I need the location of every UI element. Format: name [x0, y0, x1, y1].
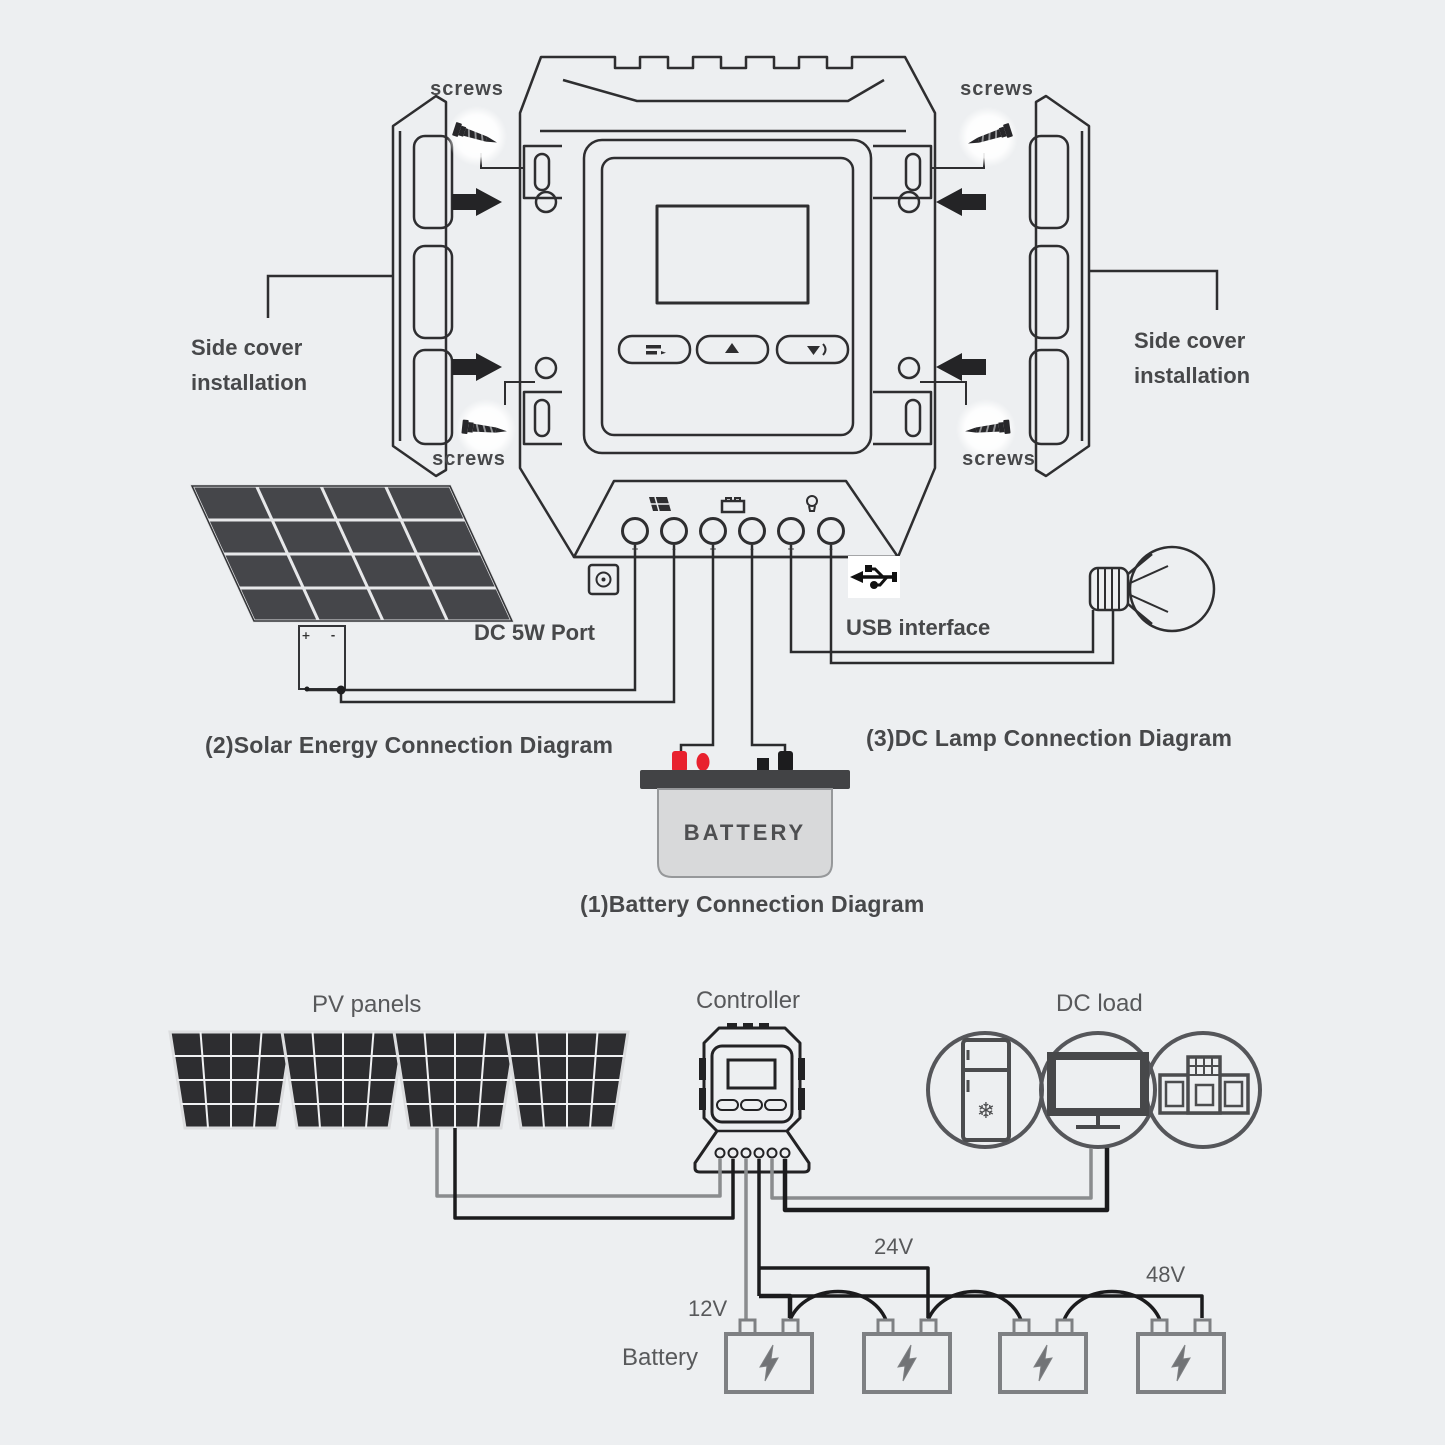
- lamp-wire-right: [829, 545, 1115, 665]
- black-clamp-icon: [778, 751, 793, 772]
- bottom-wires: [435, 1128, 1204, 1321]
- fridge-icon: [961, 1038, 1011, 1142]
- series-arc-3: [1062, 1289, 1162, 1321]
- pv-wire-gray: [435, 1128, 722, 1198]
- pv-junction-box: [298, 625, 346, 690]
- pv-minus-sign: -: [330, 629, 336, 642]
- snowflake-icon: ❄: [977, 1099, 995, 1124]
- lamp-terminal-icon: [806, 495, 818, 512]
- bulb-icon: [1088, 545, 1216, 633]
- screws-label-top-right: screws: [960, 78, 1034, 100]
- battery-box-label: BATTERY: [683, 820, 807, 845]
- terminal-sign: -: [672, 545, 676, 555]
- side-cover-label-right: Side cover installation: [1134, 328, 1251, 388]
- controller-front-view: [518, 55, 937, 559]
- load-wire-gray: [770, 1148, 1093, 1200]
- solar-wire-minus: [339, 545, 676, 704]
- diagram3-title: (3)DC Lamp Connection Diagram: [866, 725, 1233, 751]
- v48-label: 48V: [1146, 1262, 1186, 1287]
- terminal-sign: -: [750, 545, 754, 555]
- wire-12v: [759, 1293, 793, 1318]
- solar-panel-mid: [189, 484, 515, 623]
- side-cover-left: [391, 94, 454, 478]
- series-arc-1: [788, 1289, 888, 1321]
- side-cover-label-left: Side cover installation: [191, 335, 308, 395]
- terminal-sign: +: [787, 545, 795, 555]
- series-arc-2: [926, 1289, 1023, 1321]
- battery-cell: [724, 1318, 814, 1394]
- arrow-icon-right-bottom: [936, 353, 986, 381]
- up-arrow-icon: [725, 343, 739, 353]
- arrow-icon-left-top: [452, 188, 502, 216]
- menu-button-icon: [646, 345, 666, 355]
- stereo-icon: [1158, 1055, 1250, 1115]
- wire-24v: [759, 1266, 930, 1318]
- screws-label-bottom-left: screws: [432, 448, 506, 470]
- controller-top-trapezoid: [562, 78, 885, 103]
- arrow-icon-right-top: [936, 188, 986, 216]
- down-button: [775, 334, 850, 365]
- usb-interface-label: USB interface: [846, 615, 991, 640]
- screws-label-bottom-right: screws: [962, 448, 1036, 470]
- controller-outline: [518, 55, 937, 559]
- menu-button: [617, 334, 692, 365]
- terminal-sign: +: [631, 545, 639, 555]
- battery-cell: [998, 1318, 1088, 1394]
- battery-bank: [724, 1318, 1226, 1394]
- up-button: [695, 334, 770, 365]
- red-clamp-icon: [672, 751, 687, 772]
- wire-48v: [759, 1294, 1204, 1318]
- battery-bank-label: Battery: [622, 1344, 699, 1371]
- side-cover-right: [1028, 94, 1091, 478]
- v24-label: 24V: [874, 1234, 914, 1259]
- terminal-block: [621, 517, 845, 545]
- arrow-icon-left-bottom: [452, 353, 502, 381]
- usb-icon: [848, 556, 900, 598]
- battery-wire-left: [679, 545, 715, 751]
- pv-panels-label: PV panels: [312, 991, 422, 1018]
- load-wire-black: [782, 1148, 1110, 1213]
- controller-label: Controller: [696, 987, 801, 1014]
- battery-wire-right: [750, 545, 787, 751]
- battery-box: [640, 751, 850, 878]
- lamp-wire-left: [789, 545, 1095, 654]
- wire-junction-dot: [336, 685, 346, 695]
- terminal-sign: -: [829, 545, 833, 555]
- screws-label-top-left: screws: [430, 78, 504, 100]
- leader-lines: [266, 153, 1219, 405]
- dc5w-port-label: DC 5W Port: [474, 620, 595, 645]
- lcd-display: [655, 204, 810, 305]
- diagram2-title: (2)Solar Energy Connection Diagram: [205, 732, 614, 758]
- dc-port-icon: [587, 563, 620, 596]
- controller-mini: [693, 1023, 811, 1174]
- terminal-sign: +: [709, 545, 717, 555]
- battery-cell: [862, 1318, 952, 1394]
- battery-terminal-icon: [720, 497, 746, 514]
- pv-wire-black: [453, 1128, 735, 1220]
- v12-label: 12V: [688, 1296, 728, 1321]
- pv-panel-array: [168, 1030, 630, 1130]
- dc-load-label: DC load: [1056, 990, 1143, 1017]
- solar-terminal-icon: [645, 496, 671, 512]
- diagram1-title: (1)Battery Connection Diagram: [580, 891, 925, 917]
- battery-cell: [1136, 1318, 1226, 1394]
- tv-icon: [1047, 1052, 1149, 1129]
- pv-plus-sign: +: [301, 629, 311, 642]
- down-arrow-icon: [807, 343, 827, 356]
